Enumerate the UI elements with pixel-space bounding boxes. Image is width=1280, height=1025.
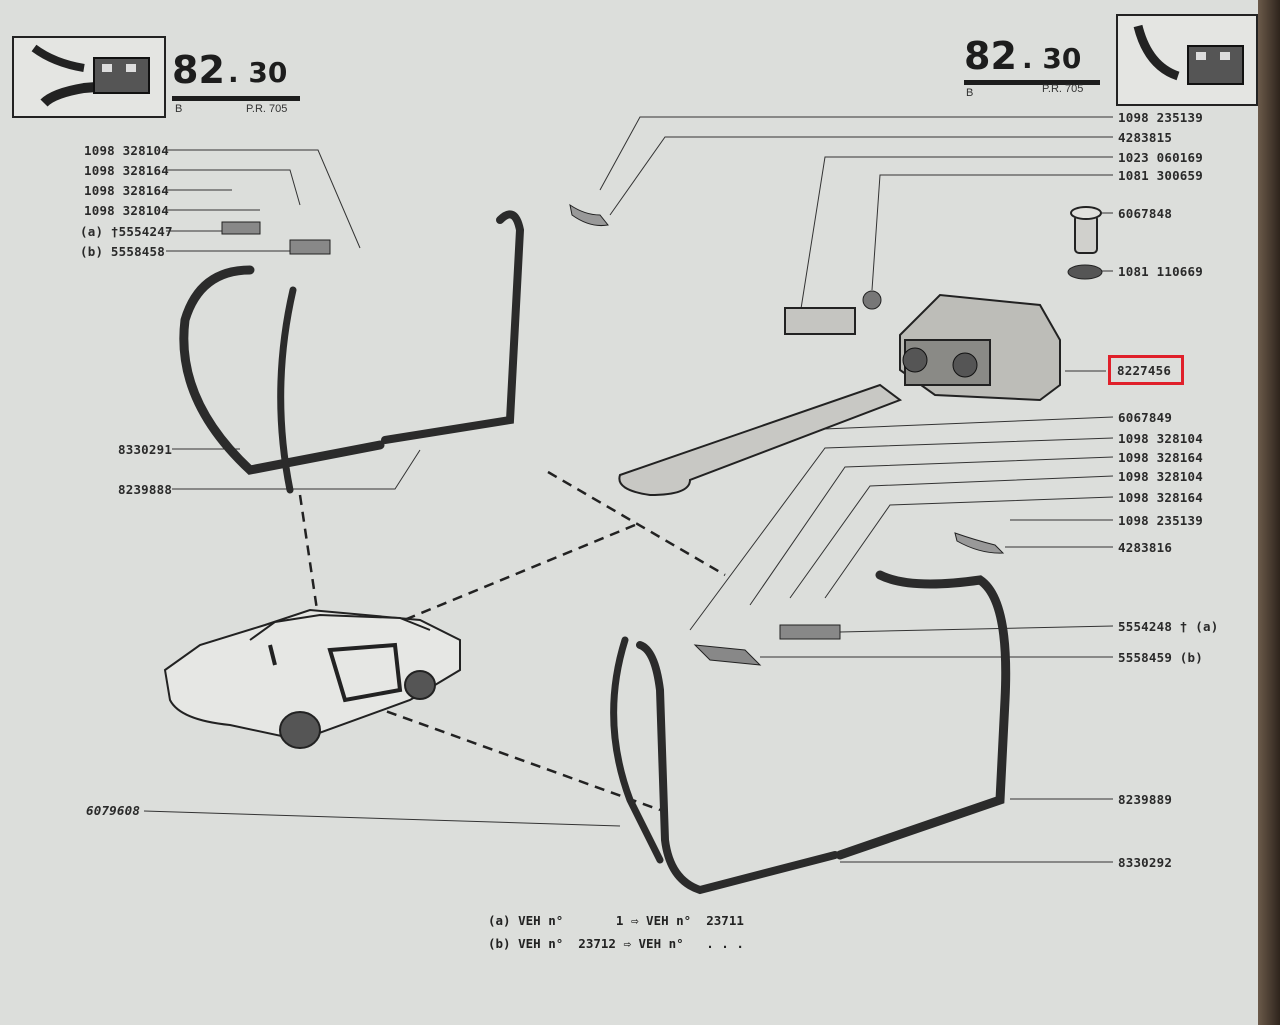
hinge-thumbnail-right [1116, 14, 1258, 106]
part-label: 4283815 [1118, 130, 1173, 145]
ref-right: P.R. 705 [1042, 83, 1084, 95]
variant-right: B [966, 87, 974, 99]
highlight-box [1108, 355, 1184, 385]
page-number-major-right: 82 [964, 34, 1017, 78]
part-label: 1098 328104 [1118, 469, 1203, 484]
part-label: (a) †5554247 [80, 224, 173, 239]
page-number-minor-left: . 30 [228, 56, 288, 89]
part-label: 1081 110669 [1118, 264, 1203, 279]
part-label: 8239888 [118, 482, 173, 497]
car-illustration [163, 608, 461, 749]
part-label: 1098 328164 [1118, 450, 1203, 465]
part-label: 8239889 [1118, 792, 1173, 807]
book-binding [1258, 0, 1280, 1025]
part-label: 1081 300659 [1118, 168, 1203, 183]
header-rule-left [172, 96, 300, 101]
part-label: 1098 328104 [1118, 431, 1203, 446]
part-label: 6067849 [1118, 410, 1173, 425]
part-label: 5558459 (b) [1118, 650, 1203, 665]
variant-left: B [175, 103, 183, 115]
part-label: 8330292 [1118, 855, 1173, 870]
leader-lines [143, 116, 1114, 863]
part-label: 6079608 [86, 803, 141, 818]
guide-lines [298, 470, 726, 812]
left-door-seals [179, 210, 525, 494]
part-label: 1098 235139 [1118, 513, 1203, 528]
vehicle-range-note-b: (b) VEH n° 23712 ⇨ VEH n° . . . [488, 936, 744, 951]
hinge-thumbnail-left [12, 36, 166, 118]
header-rule-right [964, 80, 1100, 85]
part-label: 1098 328164 [84, 163, 169, 178]
part-label: 4283816 [1118, 540, 1173, 555]
hinge-icon [1133, 24, 1244, 85]
ref-left: P.R. 705 [246, 103, 288, 115]
part-label: 1098 235139 [1118, 110, 1203, 125]
part-label: 1023 060169 [1118, 150, 1203, 165]
highlighted-part-label: 8227456 [1117, 363, 1172, 378]
part-label: 6067848 [1118, 206, 1173, 221]
part-label: 1098 328104 [84, 143, 169, 158]
vehicle-range-note-a: (a) VEH n° 1 ⇨ VEH n° 23711 [488, 913, 744, 928]
page-number-major-left: 82 [172, 48, 225, 92]
part-label: 1098 328164 [84, 183, 169, 198]
part-label: 1098 328104 [84, 203, 169, 218]
page-number-minor-right: . 30 [1022, 42, 1082, 75]
door-hinge-assembly [221, 203, 1103, 666]
part-label: 5554248 † (a) [1118, 619, 1219, 634]
hinge-icon [31, 44, 150, 107]
part-label: 8330291 [118, 442, 173, 457]
part-label: 1098 328164 [1118, 490, 1203, 505]
part-label: (b) 5558458 [80, 244, 165, 259]
right-door-seals [610, 570, 1011, 895]
